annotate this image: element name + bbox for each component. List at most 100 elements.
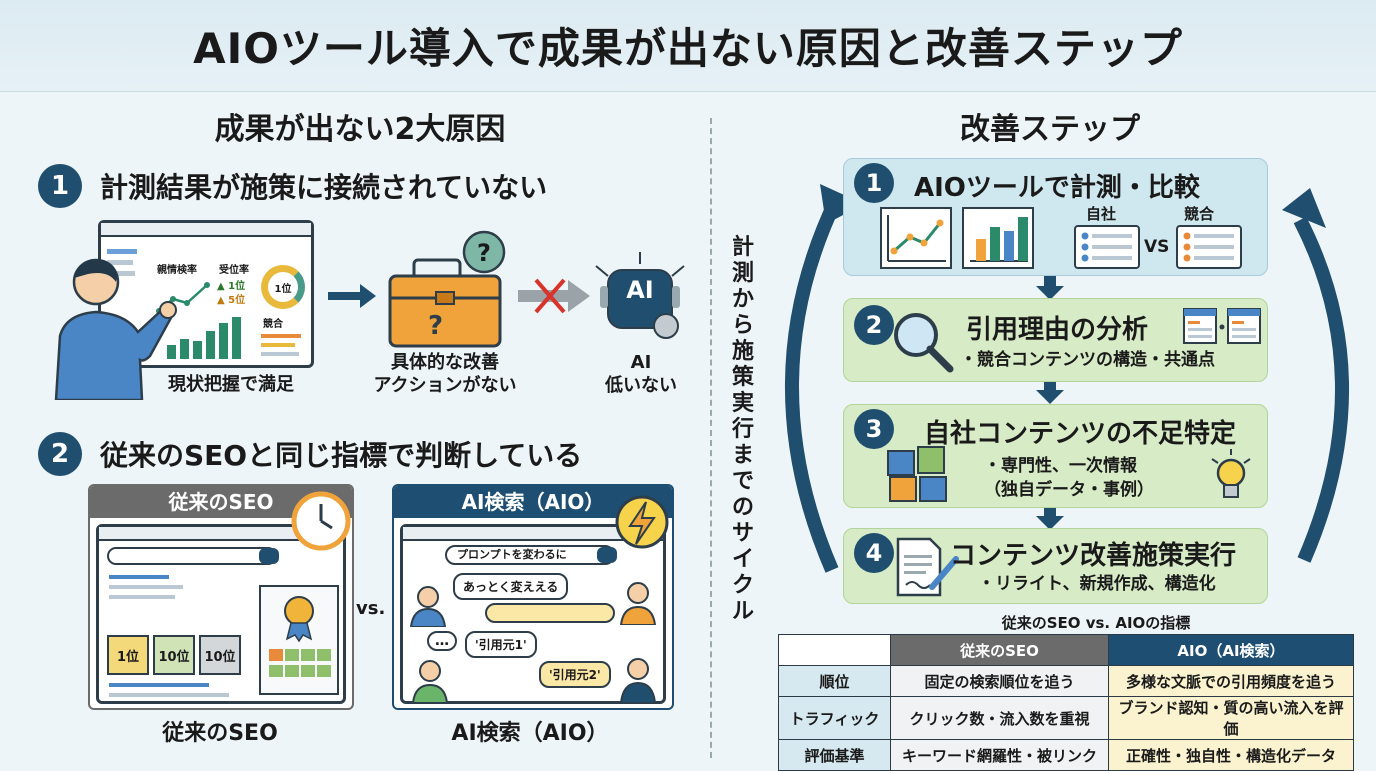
table-row-label: 順位 bbox=[778, 665, 891, 697]
table-cell-seo: 固定の検索順位を追う bbox=[890, 665, 1109, 697]
seo-search-bar bbox=[107, 547, 277, 565]
citation-bubble-1: '引用元1' bbox=[465, 631, 537, 658]
table-cell-aio: 多様な文脈での引用頻度を追う bbox=[1108, 665, 1354, 697]
seo-rank-1: 1位 bbox=[107, 635, 149, 675]
rival-list-icon bbox=[1176, 225, 1242, 269]
dashboard-sidebar bbox=[107, 243, 143, 363]
table-row: トラフィック クリック数・流入数を重視 ブランド認知・質の高い流入を評価 bbox=[778, 696, 1354, 740]
table-col-seo: 従来のSEO bbox=[890, 634, 1109, 666]
lightbulb-icon bbox=[1211, 449, 1251, 498]
cause1-label-mid: 具体的な改善 アクションがない bbox=[373, 352, 517, 396]
left-section-title: 成果が出ない2大原因 bbox=[214, 112, 506, 147]
step1-line-chart-icon bbox=[880, 207, 952, 269]
seo-rank-2: 10位 bbox=[153, 635, 195, 675]
svg-text:?: ? bbox=[477, 239, 491, 267]
table-cell-seo: クリック数・流入数を重視 bbox=[890, 696, 1109, 740]
page-title: AIOツール導入で成果が出ない原因と改善ステップ bbox=[193, 24, 1183, 73]
dashboard-compare-label: 競合 bbox=[263, 319, 283, 330]
seo-browser-window: 1位 10位 10位 bbox=[96, 524, 346, 704]
donut-label: 1位 bbox=[274, 283, 292, 295]
blocked-arrow-icon bbox=[518, 278, 590, 314]
documents-compare-icon bbox=[1183, 308, 1261, 344]
puzzle-icon bbox=[887, 446, 947, 502]
person-pointing-icon bbox=[54, 258, 177, 400]
cause1-label-left: 現状把握で満足 bbox=[168, 374, 294, 395]
lightning-icon bbox=[615, 495, 669, 549]
step1-rival-label: 競合 bbox=[1184, 205, 1215, 223]
cause1-title: 計測結果が施策に接続されていない bbox=[100, 171, 548, 204]
step1-number: 1 bbox=[854, 163, 894, 203]
cycle-arrows bbox=[785, 184, 1349, 573]
arrow-right-icon bbox=[328, 284, 376, 308]
table-row-label: トラフィック bbox=[778, 696, 891, 740]
step2-sub: ・競合コンテンツの構造・共通点 bbox=[960, 350, 1215, 370]
step1-box: 1 AIOツールで計測・比較 自社 競合 VS bbox=[843, 158, 1268, 276]
man2-avatar-icon bbox=[619, 658, 657, 703]
dashboard-left-label: 親情検率 bbox=[157, 265, 197, 276]
table-caption: 従来のSEO vs. AIOの指標 bbox=[1001, 614, 1191, 632]
cause1-label-right: AI 低いない bbox=[605, 352, 677, 396]
citation-bubble-2: '引用元2' bbox=[539, 661, 611, 688]
ai-robot-label: AI bbox=[626, 276, 654, 304]
seo-panel: 従来のSEO 1位 10位 10位 bbox=[88, 484, 354, 710]
table-header-row: 従来のSEO AIO（AI検索） bbox=[778, 634, 1354, 666]
magnifier-icon bbox=[894, 313, 954, 373]
table-row-label: 評価基準 bbox=[778, 739, 891, 771]
aio-search-bar: プロンプトを変わるに bbox=[445, 545, 615, 565]
award-ribbon-icon bbox=[269, 596, 331, 677]
step2-number: 2 bbox=[854, 305, 894, 345]
table-row: 評価基準 キーワード網羅性・被リンク 正確性・独自性・構造化データ bbox=[778, 739, 1354, 771]
table-corner-cell bbox=[778, 634, 891, 666]
aio-search-icon bbox=[597, 547, 617, 563]
step2-box: 2 引用理由の分析 ・競合コンテンツの構造・共通点 bbox=[843, 298, 1268, 382]
dashboard-rank2: ▲ 5位 bbox=[217, 295, 246, 306]
header-banner: AIOツール導入で成果が出ない原因と改善ステップ bbox=[0, 0, 1376, 92]
dashboard-rank1: ▲ 1位 bbox=[217, 281, 246, 292]
step4-sub: ・リライト、新規作成、構造化 bbox=[978, 574, 1216, 594]
comparison-table: 従来のSEO AIO（AI検索） 順位 固定の検索順位を追う 多様な文脈での引用… bbox=[778, 634, 1354, 771]
table-cell-seo: キーワード網羅性・被リンク bbox=[890, 739, 1109, 771]
vs-label: vs. bbox=[356, 598, 386, 619]
step2-title: 引用理由の分析 bbox=[966, 315, 1149, 345]
woman-avatar-icon bbox=[409, 586, 447, 627]
down-arrow-2 bbox=[1036, 382, 1064, 404]
step1-vs-label: VS bbox=[1144, 237, 1170, 257]
step1-bar-chart-icon bbox=[962, 207, 1034, 269]
chat-bubble-1: あっとく変ええる bbox=[453, 573, 569, 600]
woman2-avatar-icon bbox=[411, 660, 449, 703]
man-avatar-icon bbox=[619, 582, 657, 625]
toolbox-question-icon: ? ? bbox=[388, 230, 506, 348]
seo-grid-card bbox=[259, 585, 339, 695]
down-arrow-1 bbox=[1036, 276, 1064, 300]
step1-title: AIOツールで計測・比較 bbox=[914, 173, 1200, 203]
seo-rank-3: 10位 bbox=[199, 635, 241, 675]
cause2-number: 2 bbox=[38, 432, 82, 476]
chat-bubble-2 bbox=[485, 603, 615, 623]
svg-text:?: ? bbox=[428, 311, 443, 341]
step3-sub1: ・専門性、一次情報 bbox=[984, 456, 1137, 476]
step4-title: コンテンツ改善施策実行 bbox=[950, 541, 1237, 571]
step3-title: 自社コンテンツの不足特定 bbox=[924, 419, 1237, 449]
clock-icon bbox=[291, 491, 351, 551]
seo-caption: 従来のSEO bbox=[162, 721, 278, 746]
cause2-title: 従来のSEOと同じ指標で判断している bbox=[100, 439, 583, 472]
table-row: 順位 固定の検索順位を追う 多様な文脈での引用頻度を追う bbox=[778, 665, 1354, 697]
down-arrow-3 bbox=[1036, 508, 1064, 530]
table-col-aio: AIO（AI検索） bbox=[1108, 634, 1354, 666]
step4-number: 4 bbox=[854, 533, 894, 573]
step1-own-label: 自社 bbox=[1086, 205, 1117, 223]
cause1-number: 1 bbox=[38, 164, 82, 208]
table-cell-aio: 正確性・独自性・構造化データ bbox=[1108, 739, 1354, 771]
typing-dots: … bbox=[427, 631, 457, 651]
dashboard-right-label: 受位率 bbox=[219, 265, 249, 276]
document-pen-icon bbox=[896, 537, 959, 597]
step3-sub2: （独自データ・事例） bbox=[984, 480, 1154, 500]
step3-box: 3 自社コンテンツの不足特定 ・専門性、一次情報 （独自データ・事例） bbox=[843, 404, 1268, 508]
bar-chart-icon bbox=[167, 317, 241, 359]
table-cell-aio: ブランド認知・質の高い流入を評価 bbox=[1108, 696, 1354, 740]
cycle-vertical-text: 計測から施策実行までのサイクル bbox=[731, 235, 754, 624]
compare-list bbox=[261, 329, 305, 361]
rank-donut: 1位 bbox=[261, 265, 305, 309]
aio-browser-window: プロンプトを変わるに あっとく変ええる '引用元1' '引用元2' … bbox=[400, 524, 666, 704]
aio-caption: AI検索（AIO） bbox=[451, 721, 609, 746]
